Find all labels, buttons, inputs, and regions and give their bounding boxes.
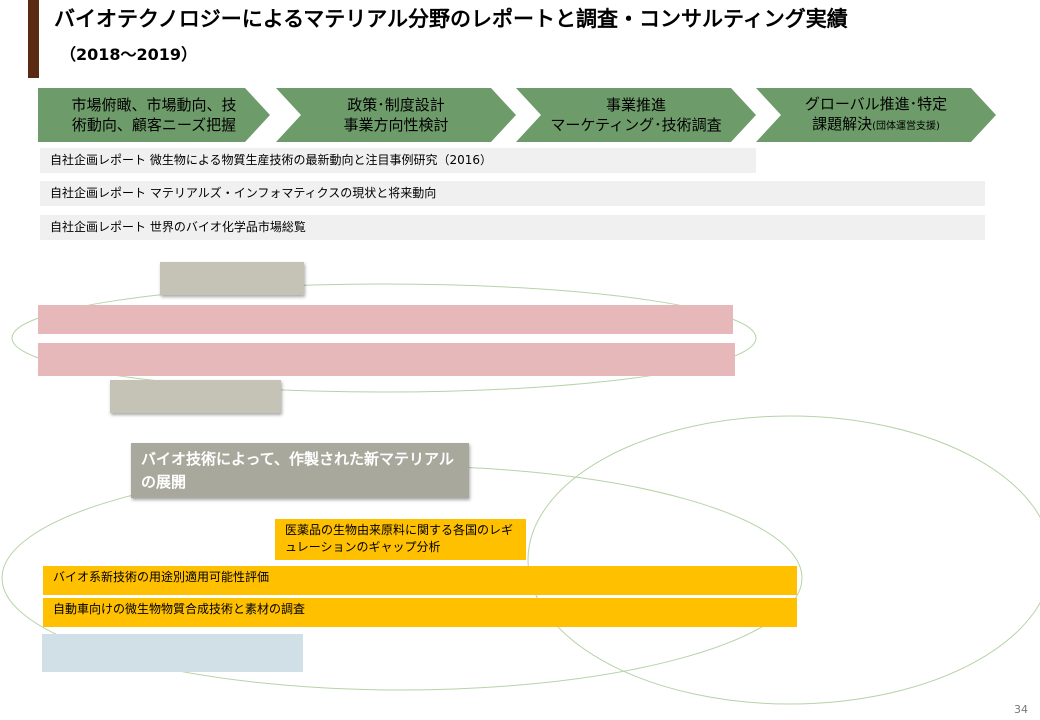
step-note: (団体運営支援) [872,120,940,132]
report-row: 自社企画レポート 微生物による物質生産技術の最新動向と注目事例研究（2016） [40,148,756,173]
step-line2: 課題解決 [812,114,873,133]
step-line2: マーケティング･技術調査 [550,116,722,134]
project-pharma-regulation: 医薬品の生物由来原料に関する各国のレギュレーションのギャップ分析 [275,519,526,560]
process-step-business: 事業推進 マーケティング･技術調査 [516,88,756,142]
project-bar-pink [38,305,733,334]
project-bio-tech-evaluation: バイオ系新技術の用途別適用可能性評価 [43,566,797,595]
process-step-market: 市場俯瞰、市場動向、技 術動向、顧客ニーズ把握 [38,88,270,142]
project-auto-microbe: 自動車向けの微生物物質合成技術と素材の調査 [43,598,797,627]
page-number: 34 [1014,703,1028,716]
oval-bottom-right [527,415,1040,705]
process-step-policy: 政策･制度設計 事業方向性検討 [276,88,516,142]
step-line2: 事業方向性検討 [343,116,449,134]
project-bar-pink [38,343,735,376]
step-line1: グローバル推進･特定 [804,94,948,113]
step-line1: 政策･制度設計 [347,96,445,114]
report-row: 自社企画レポート マテリアルズ・インフォマティクスの現状と将来動向 [40,181,985,206]
step-line1: 事業推進 [605,96,666,114]
bio-materials-label: バイオ技術によって、作製された新マテリアルの展開 [131,443,469,498]
report-row: 自社企画レポート 世界のバイオ化学品市場総覧 [40,215,985,240]
step-line2: 術動向、顧客ニーズ把握 [71,116,237,134]
page-title: バイオテクノロジーによるマテリアル分野のレポートと調査・コンサルティング実績 [54,7,848,31]
placeholder-box [160,262,304,295]
placeholder-box [110,380,281,413]
placeholder-box-blue [42,634,303,672]
title-accent-bar [28,0,39,78]
process-step-global: グローバル推進･特定 課題解決(団体運営支援) [756,88,996,142]
page-subtitle: （2018～2019） [60,45,198,64]
step-line1: 市場俯瞰、市場動向、技 [71,96,237,114]
